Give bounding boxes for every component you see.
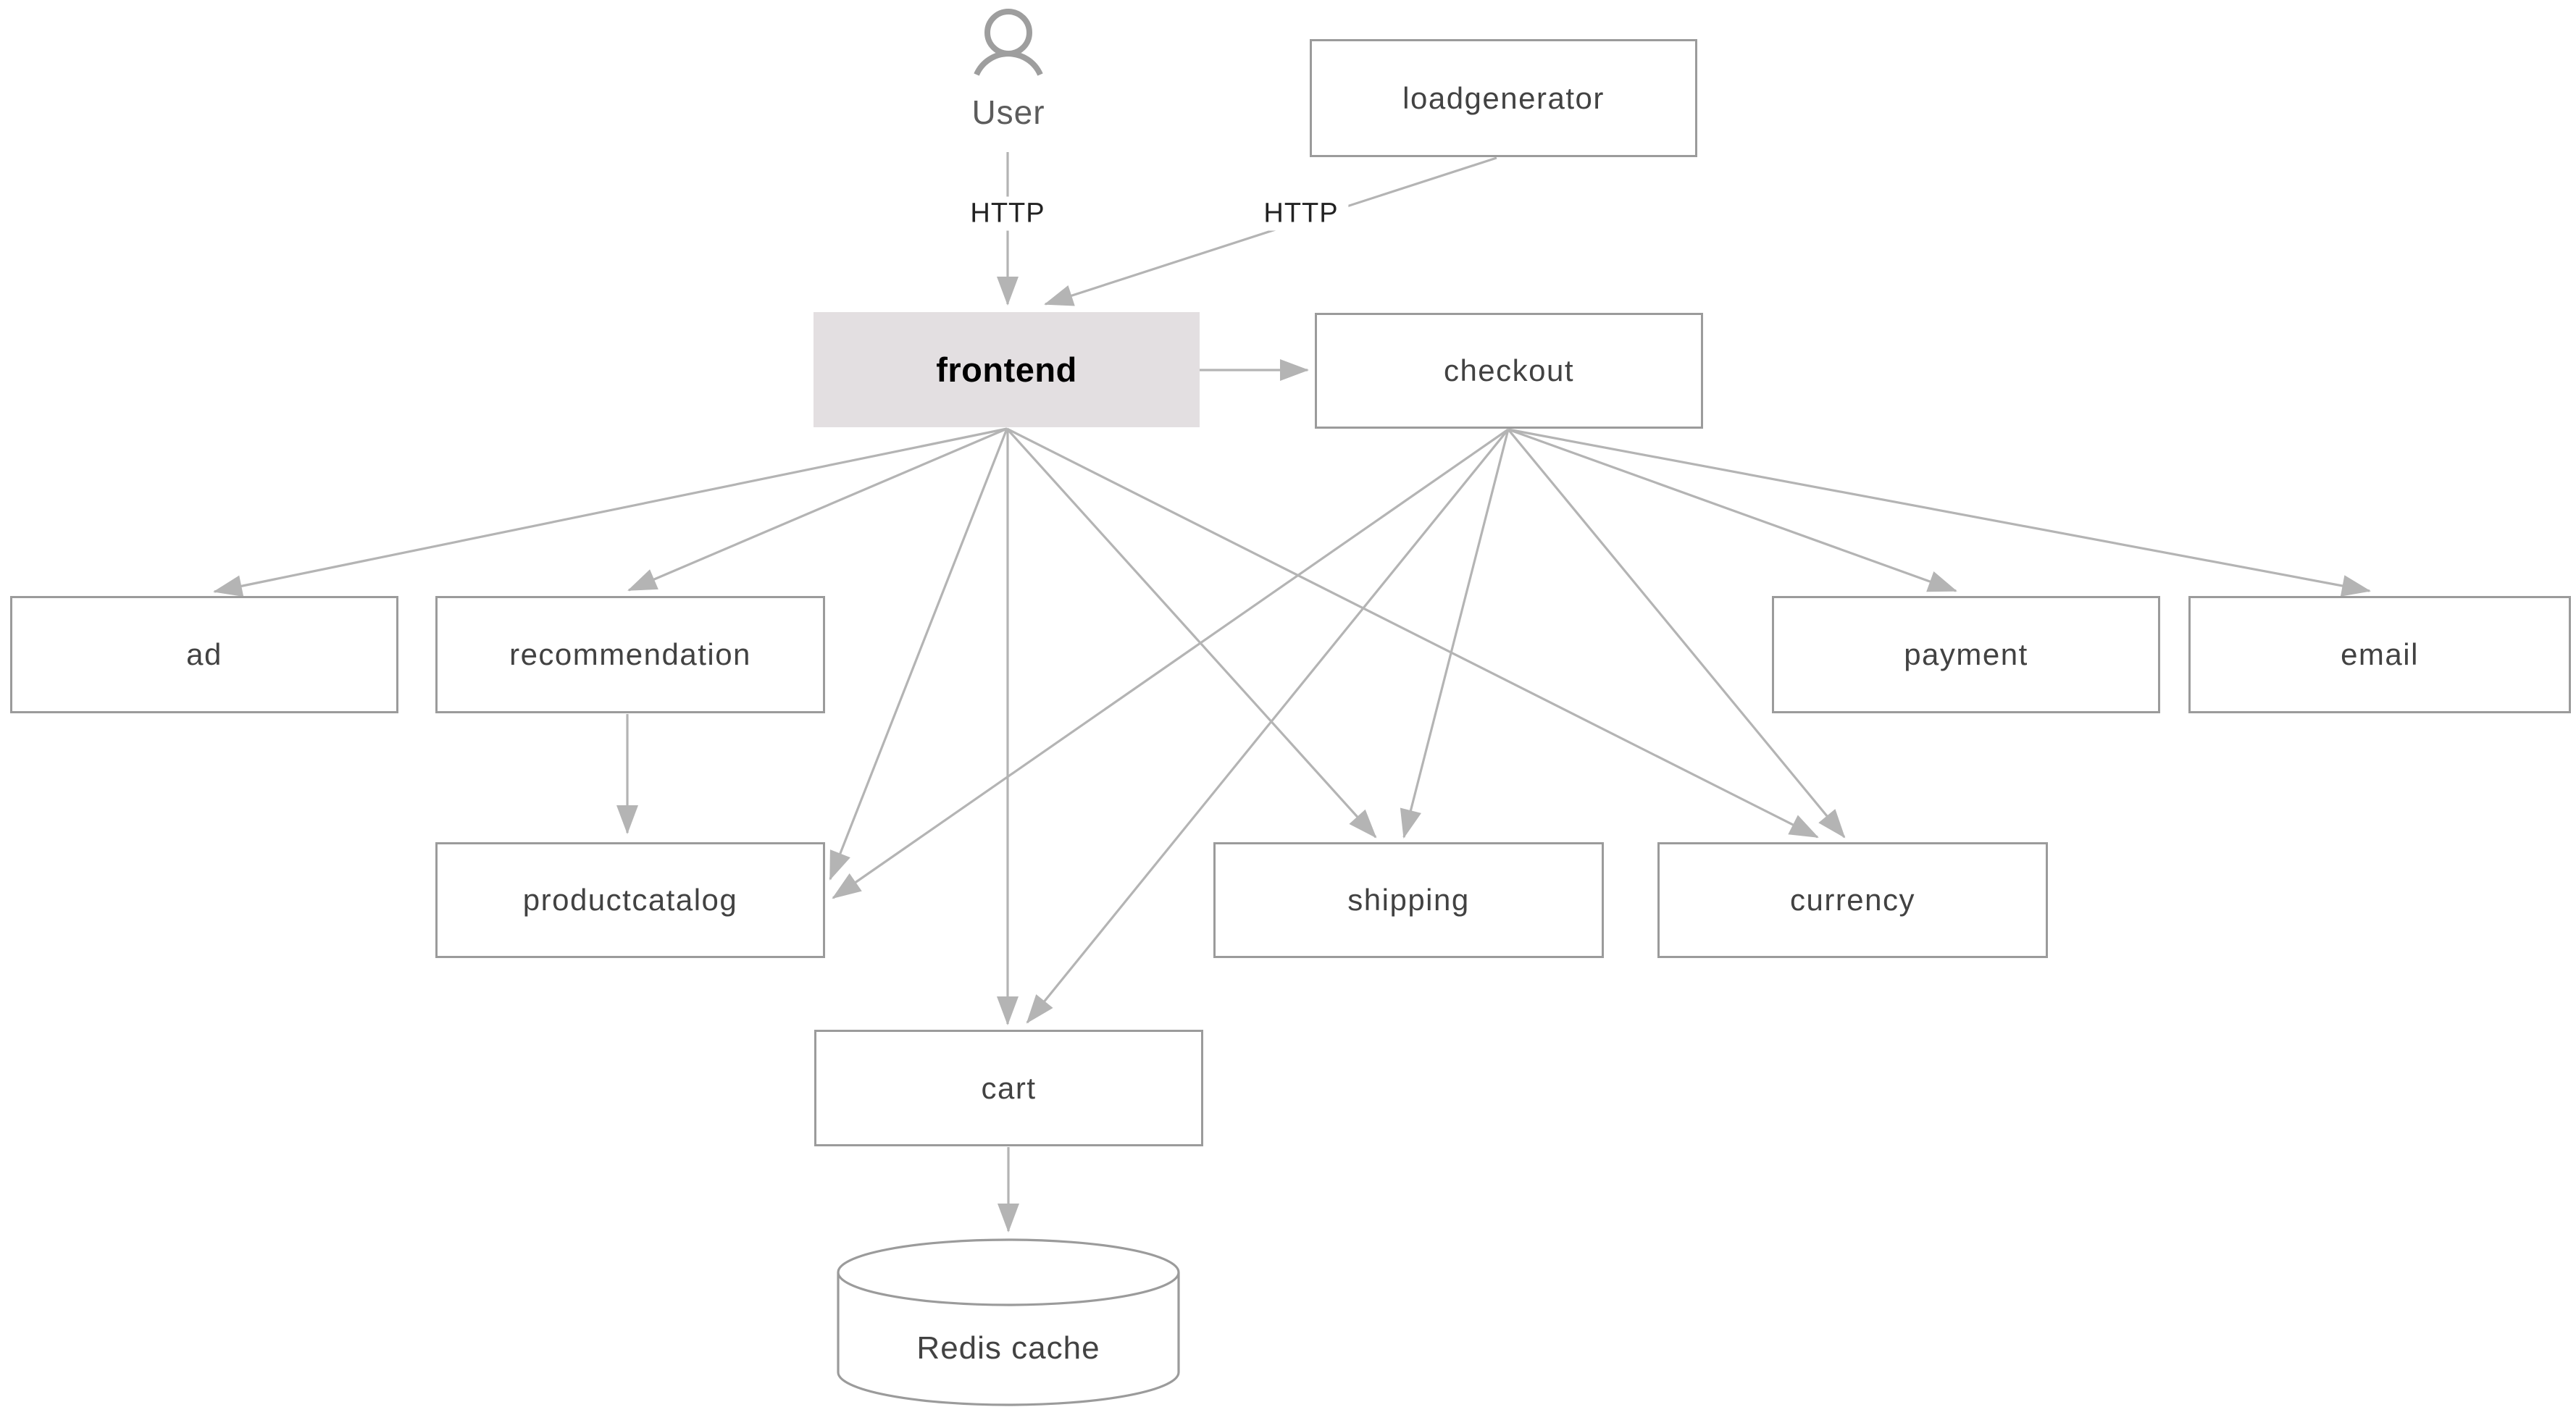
node-loadgenerator-label: loadgenerator: [1402, 80, 1605, 115]
node-frontend: frontend: [814, 312, 1200, 427]
redis-cylinder: [837, 1238, 1180, 1406]
edge-checkout-currency: [1507, 428, 1846, 839]
node-payment-label: payment: [1904, 637, 2028, 671]
node-redis-label: Redis cache: [916, 1330, 1100, 1366]
node-checkout-label: checkout: [1443, 353, 1575, 387]
node-email: email: [2188, 596, 2571, 713]
user-icon: [974, 9, 1043, 76]
edge-frontend-productcatalog: [829, 428, 1008, 881]
edge-checkout-email: [1507, 428, 2371, 597]
node-currency-label: currency: [1789, 883, 1916, 917]
edge-frontend-shipping: [1005, 427, 1377, 839]
node-cart-label: cart: [981, 1070, 1037, 1105]
node-checkout: checkout: [1315, 313, 1703, 429]
edge-checkout-shipping: [1400, 429, 1510, 839]
edge-label-http-user: HTTP: [960, 196, 1055, 231]
node-payment: payment: [1772, 596, 2160, 713]
edge-checkout-payment: [1507, 428, 1957, 592]
node-recommendation-label: recommendation: [509, 637, 751, 671]
node-ad: ad: [10, 596, 398, 713]
edge-frontend-ad: [213, 427, 1008, 597]
edge-loadgenerator-frontend: [1044, 156, 1497, 306]
node-loadgenerator: loadgenerator: [1310, 39, 1697, 157]
edge-checkout-productcatalog: [832, 428, 1509, 899]
edge-label-http-loadgenerator: HTTP: [1253, 196, 1349, 231]
node-currency: currency: [1657, 842, 2048, 958]
node-ad-label: ad: [186, 637, 222, 671]
node-productcatalog-label: productcatalog: [522, 883, 738, 917]
node-email-label: email: [2341, 637, 2419, 671]
node-shipping: shipping: [1213, 842, 1604, 958]
edge-checkout-cart: [1026, 428, 1510, 1024]
edge-frontend-recommendation: [627, 427, 1008, 592]
node-frontend-label: frontend: [936, 350, 1077, 389]
node-cart: cart: [814, 1030, 1203, 1146]
edge-frontend-currency: [1006, 427, 1819, 839]
node-recommendation: recommendation: [435, 596, 825, 713]
node-productcatalog: productcatalog: [435, 842, 825, 958]
node-user-label: User: [971, 93, 1045, 131]
node-shipping-label: shipping: [1347, 883, 1470, 917]
